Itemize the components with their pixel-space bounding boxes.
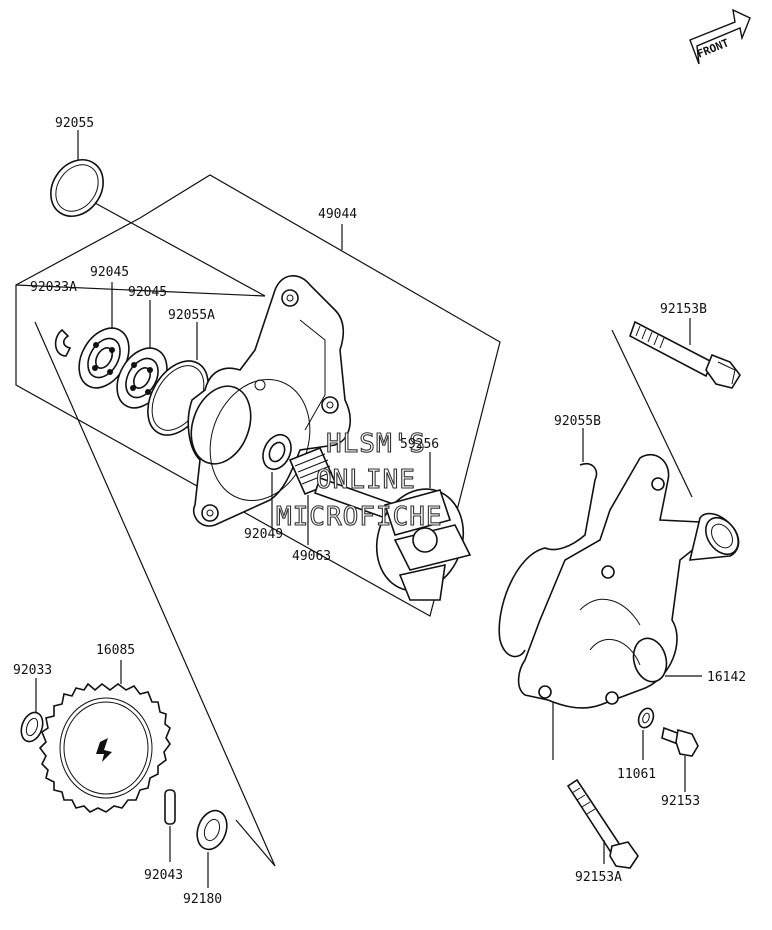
part-label-92045[interactable]: 92045 [128, 285, 167, 300]
front-arrow-icon: FRONT [689, 8, 751, 65]
part-label-16142[interactable]: 16142 [707, 670, 746, 685]
part-label-92153b[interactable]: 92153B [660, 302, 707, 317]
part-label-92055b[interactable]: 92055B [554, 414, 601, 429]
part-label-92033a[interactable]: 92033A [30, 280, 77, 295]
part-label-92055a[interactable]: 92055A [168, 308, 215, 323]
watermark: HLSM'S ONLINE MICROFICHE [275, 428, 443, 532]
seal-92049 [262, 433, 292, 471]
part-label-49063[interactable]: 49063 [292, 549, 331, 564]
o-ring-92055 [50, 159, 104, 217]
pump-body-49044 [187, 275, 351, 527]
watermark-line-3: MICROFICHE [276, 502, 443, 532]
gear-16085 [38, 682, 171, 813]
part-label-92033[interactable]: 92033 [13, 663, 52, 678]
part-label-92045-top[interactable]: 92045 [90, 265, 129, 280]
washer-92180 [196, 809, 228, 851]
part-label-92153a[interactable]: 92153A [575, 870, 622, 885]
impeller-59256 [313, 476, 472, 601]
bolt-92153b [629, 320, 741, 389]
part-label-92043[interactable]: 92043 [144, 868, 183, 883]
pin-92043 [164, 789, 176, 825]
bolt-92153 [661, 726, 699, 757]
part-label-16085[interactable]: 16085 [96, 643, 135, 658]
part-label-49044[interactable]: 49044 [318, 207, 357, 222]
cover-bracket-line [611, 329, 693, 498]
circlip-92033 [20, 711, 44, 743]
washer-11061 [637, 707, 655, 729]
watermark-line-1: HLSM'S [326, 429, 426, 459]
part-label-92153[interactable]: 92153 [661, 794, 700, 809]
bearing-92045-left [78, 327, 130, 389]
part-label-11061[interactable]: 11061 [617, 767, 656, 782]
watermark-line-2: ONLINE [316, 465, 416, 495]
gasket-92055b [498, 462, 598, 658]
bolt-92153a [566, 778, 639, 869]
circlip-92033a [54, 328, 72, 357]
part-label-92049[interactable]: 92049 [244, 527, 283, 542]
part-label-92180[interactable]: 92180 [183, 892, 222, 907]
part-label-92055[interactable]: 92055 [55, 116, 94, 131]
pump-cover-16142 [517, 453, 740, 709]
gear-bracket-line [34, 321, 276, 867]
part-label-59256[interactable]: 59256 [400, 437, 439, 452]
